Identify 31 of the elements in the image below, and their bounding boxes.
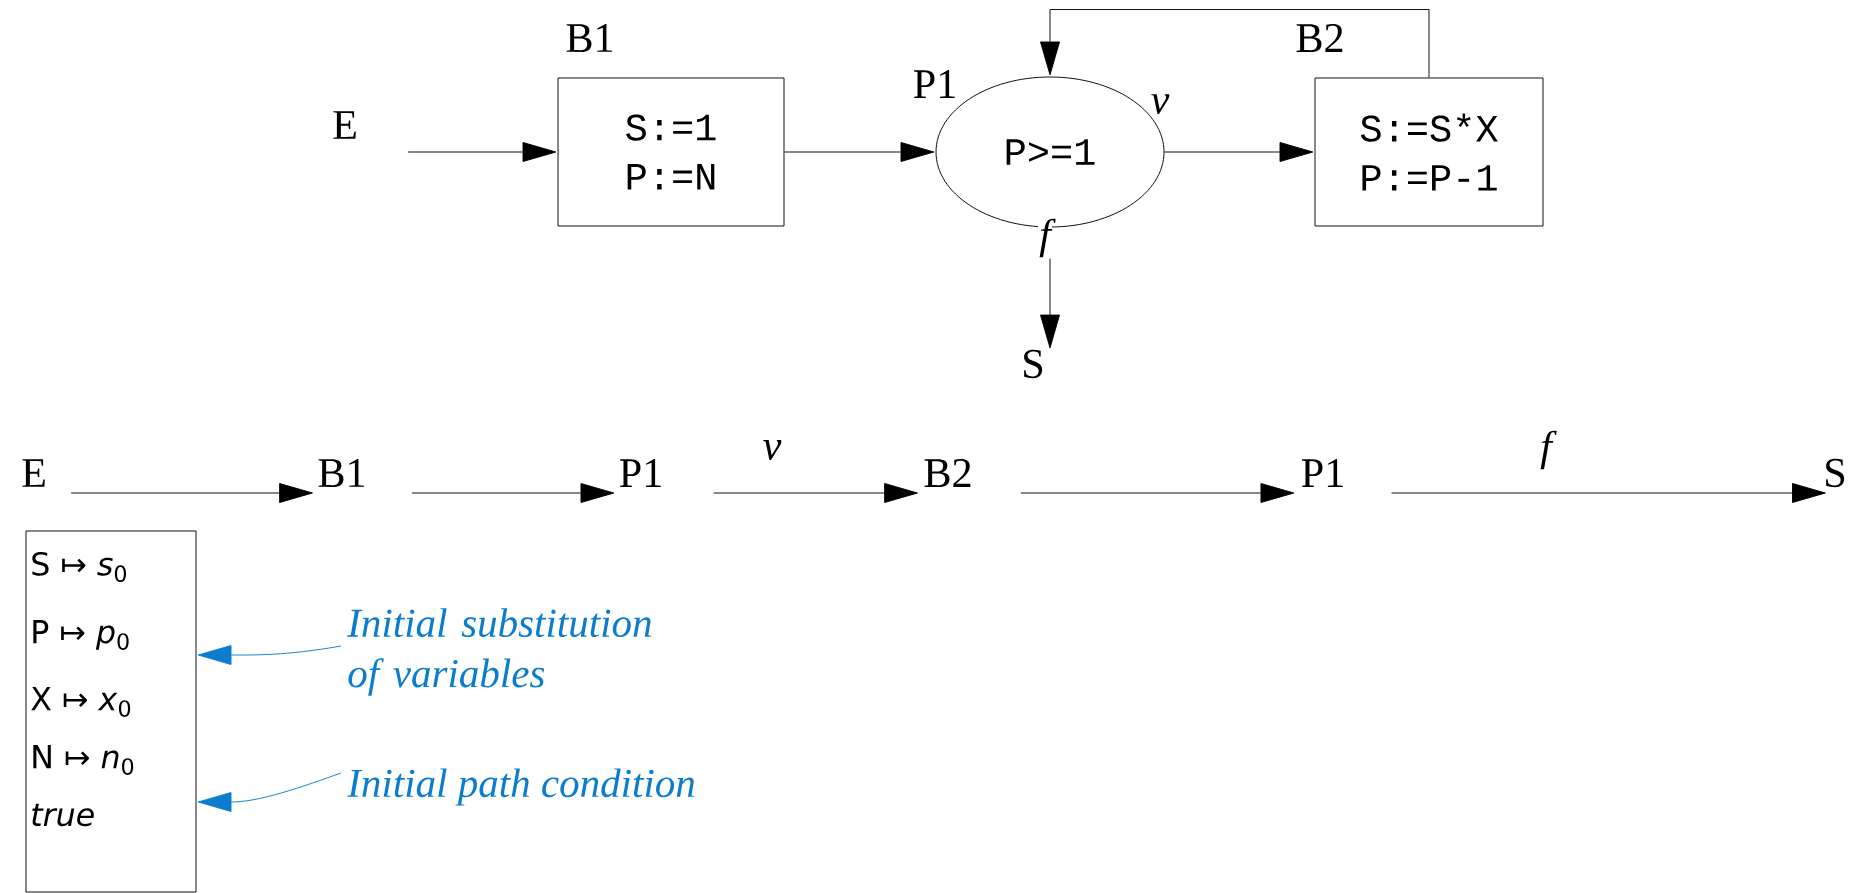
flow-label: B1	[318, 459, 365, 487]
flow-label: S	[1024, 349, 1043, 379]
process-box: S:=S*X P:=P-1	[1314, 77, 1544, 227]
edge-label: v	[761, 438, 783, 462]
arrow	[70, 483, 313, 503]
flow-label: P1	[619, 459, 661, 487]
arrow	[1391, 483, 1826, 503]
leader-line	[197, 772, 342, 812]
arrow	[411, 483, 615, 503]
arrow	[713, 483, 918, 503]
edge-label: f	[1038, 217, 1056, 259]
arrow	[1020, 483, 1295, 503]
block-title: B1	[566, 24, 613, 52]
flow-label: E	[333, 111, 356, 139]
edge-label: f	[1539, 429, 1557, 471]
process-box: S:=1 P:=N	[557, 77, 785, 227]
flow-label: P1	[1301, 459, 1343, 487]
edge-label: v	[1149, 92, 1171, 116]
flow-label: S	[1826, 458, 1845, 488]
arrow	[784, 142, 935, 162]
arrow	[1040, 9, 1430, 78]
block-title: P1	[913, 70, 955, 98]
annotation: Initial path condition	[347, 768, 695, 806]
substitution-box: S ↦ s$_{0}$ P ↦ p$_{0}$ X ↦ x$_{0}$ N ↦ n$_{0}$ true	[25, 530, 197, 893]
flow-label: B2	[924, 458, 971, 488]
arrow	[1164, 142, 1314, 162]
leader-line	[197, 645, 342, 665]
block-title: B2	[1296, 23, 1343, 53]
flow-label: E	[22, 459, 45, 487]
annotation: Initial substitution of variables	[347, 608, 651, 696]
arrow	[407, 142, 557, 162]
